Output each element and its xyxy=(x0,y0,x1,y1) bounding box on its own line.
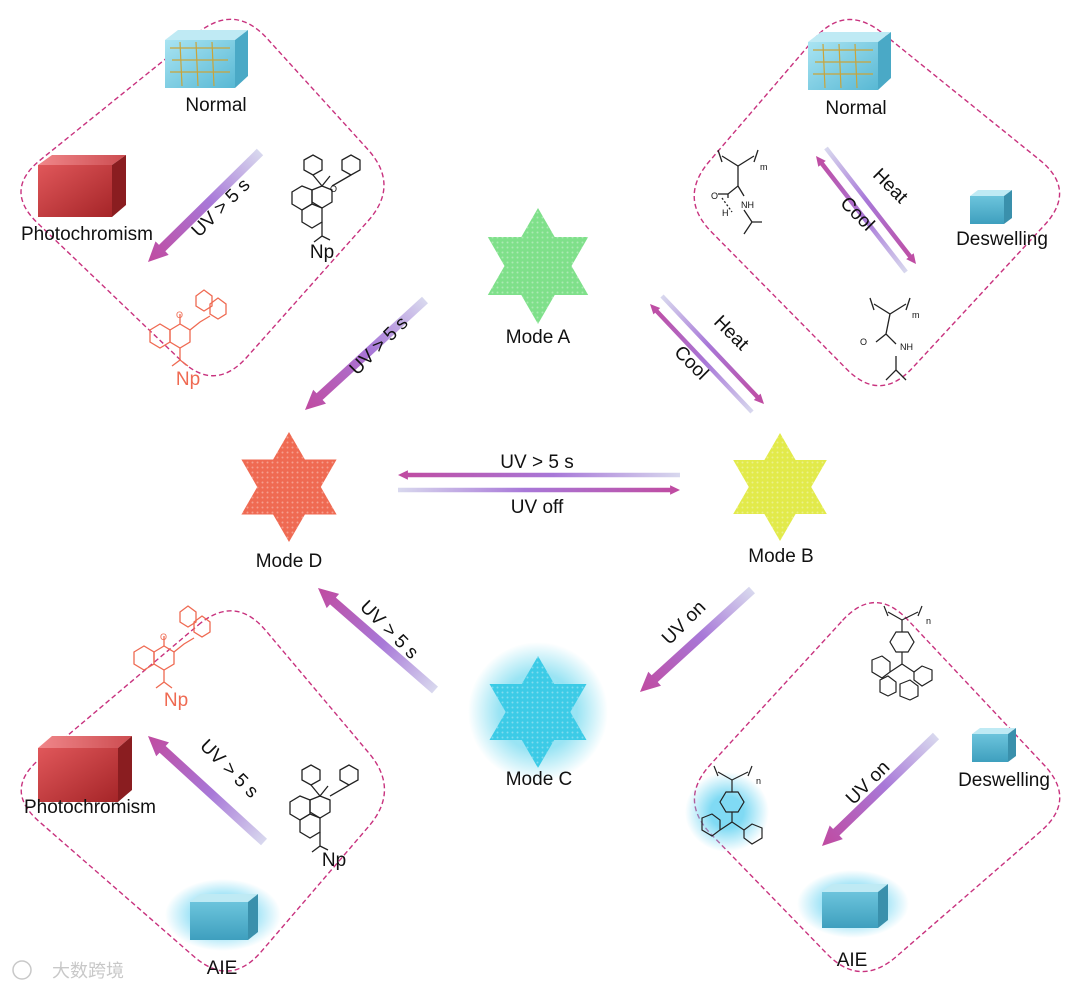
arrow-b-to-a-cool xyxy=(650,304,754,414)
bl-np-label: Np xyxy=(322,850,346,871)
arrow-tr-cool xyxy=(816,156,908,274)
arrow-bl-to-photochromism xyxy=(148,736,267,846)
chromene-molecule-bl xyxy=(289,764,359,853)
deswelling-gel-cube-right xyxy=(970,190,1012,224)
watermark: 大数跨境 xyxy=(12,960,124,982)
svg-text:n: n xyxy=(756,776,761,786)
panel-top-right: Normal Deswelling Heat Cool O NH H m O N… xyxy=(711,32,1048,381)
transition-b-to-d-label: UV > 5 s xyxy=(500,452,573,473)
transition-a-to-d-label: UV > 5 s xyxy=(346,313,413,380)
tr-heat-label: Heat xyxy=(868,164,912,208)
tr-normal-label: Normal xyxy=(825,98,886,119)
merocyanine-molecule xyxy=(149,289,227,367)
svg-text:O: O xyxy=(160,632,167,642)
mode-c-star-texture xyxy=(489,656,587,768)
arrow-d-to-b xyxy=(398,485,680,495)
arrow-b-to-c xyxy=(640,586,755,692)
transition-cool-label: Cool xyxy=(670,342,712,384)
panel-border-bottom-left xyxy=(20,610,386,972)
watermark-text: 大数跨境 xyxy=(52,961,124,982)
deswelling-gel-cube-br xyxy=(972,728,1016,762)
tr-deswelling-label: Deswelling xyxy=(956,229,1048,250)
br-aie-label: AIE xyxy=(837,950,868,971)
panel-bottom-right: n Deswelling UV on n AIE xyxy=(685,605,1050,971)
bl-photochromism-label: Photochromism xyxy=(24,797,156,818)
panel-border-top-left xyxy=(20,18,385,377)
panel-border-bottom-right xyxy=(693,601,1061,973)
br-deswelling-label: Deswelling xyxy=(958,770,1050,791)
mode-d-star-texture xyxy=(241,432,337,542)
arrow-c-to-d xyxy=(318,588,438,694)
normal-gel-cube-right xyxy=(808,32,891,90)
tl-np-label: Np xyxy=(310,242,334,263)
svg-text:O: O xyxy=(176,310,183,320)
merocyanine-molecule-bl xyxy=(133,605,211,689)
arrow-tl-normal-to-photochromism xyxy=(148,148,264,262)
svg-text:m: m xyxy=(760,162,768,172)
mode-b-label: Mode B xyxy=(748,546,813,567)
arrow-b-to-d xyxy=(398,470,680,480)
mode-a-label: Mode A xyxy=(506,327,571,348)
photochromism-gel-cube-bl xyxy=(38,736,132,802)
svg-text:NH: NH xyxy=(741,200,754,210)
panel-bottom-left: O Np Photochromism UV > 5 s Np AIE xyxy=(24,605,359,979)
arrow-a-to-d xyxy=(305,296,428,410)
photochromism-gel-cube xyxy=(38,155,126,217)
pnipam-hydrated xyxy=(717,149,762,235)
svg-text:O: O xyxy=(860,337,867,347)
bl-np-product-label: Np xyxy=(164,690,188,711)
aie-gel-glow-bl xyxy=(165,879,281,951)
svg-text:n: n xyxy=(926,616,931,626)
transition-heat-label: Heat xyxy=(709,311,753,355)
normal-gel-cube xyxy=(165,30,248,88)
mode-a-star-texture xyxy=(487,208,589,324)
aie-gel-glow-br xyxy=(797,870,909,938)
transition-b-to-c-label: UV on xyxy=(658,597,710,649)
watermark-logo-icon xyxy=(12,960,32,980)
bl-aie-label: AIE xyxy=(207,958,238,979)
svg-text:O: O xyxy=(711,191,718,201)
chromene-molecule xyxy=(291,154,361,243)
arrow-tr-heat xyxy=(824,146,916,264)
mode-b-star-texture xyxy=(733,433,827,541)
svg-text:m: m xyxy=(912,310,920,320)
svg-text:NH: NH xyxy=(900,342,913,352)
transition-d-to-b-label: UV off xyxy=(511,497,564,518)
tl-normal-label: Normal xyxy=(185,95,246,116)
svg-text:H: H xyxy=(722,208,729,218)
tl-photochromism-label: Photochromism xyxy=(21,224,153,245)
arrow-br-uv-on xyxy=(822,732,940,846)
mode-c-label: Mode C xyxy=(506,769,573,790)
arrow-a-to-b-heat xyxy=(660,294,764,404)
mode-d-label: Mode D xyxy=(256,551,323,572)
tpe-polymer-glow xyxy=(685,765,769,852)
tpe-polymer-top xyxy=(871,605,933,701)
svg-text:O: O xyxy=(330,184,337,194)
pnipam-collapsed xyxy=(869,297,911,381)
tl-np-product-label: Np xyxy=(176,369,200,390)
panel-border-top-right xyxy=(693,18,1061,387)
